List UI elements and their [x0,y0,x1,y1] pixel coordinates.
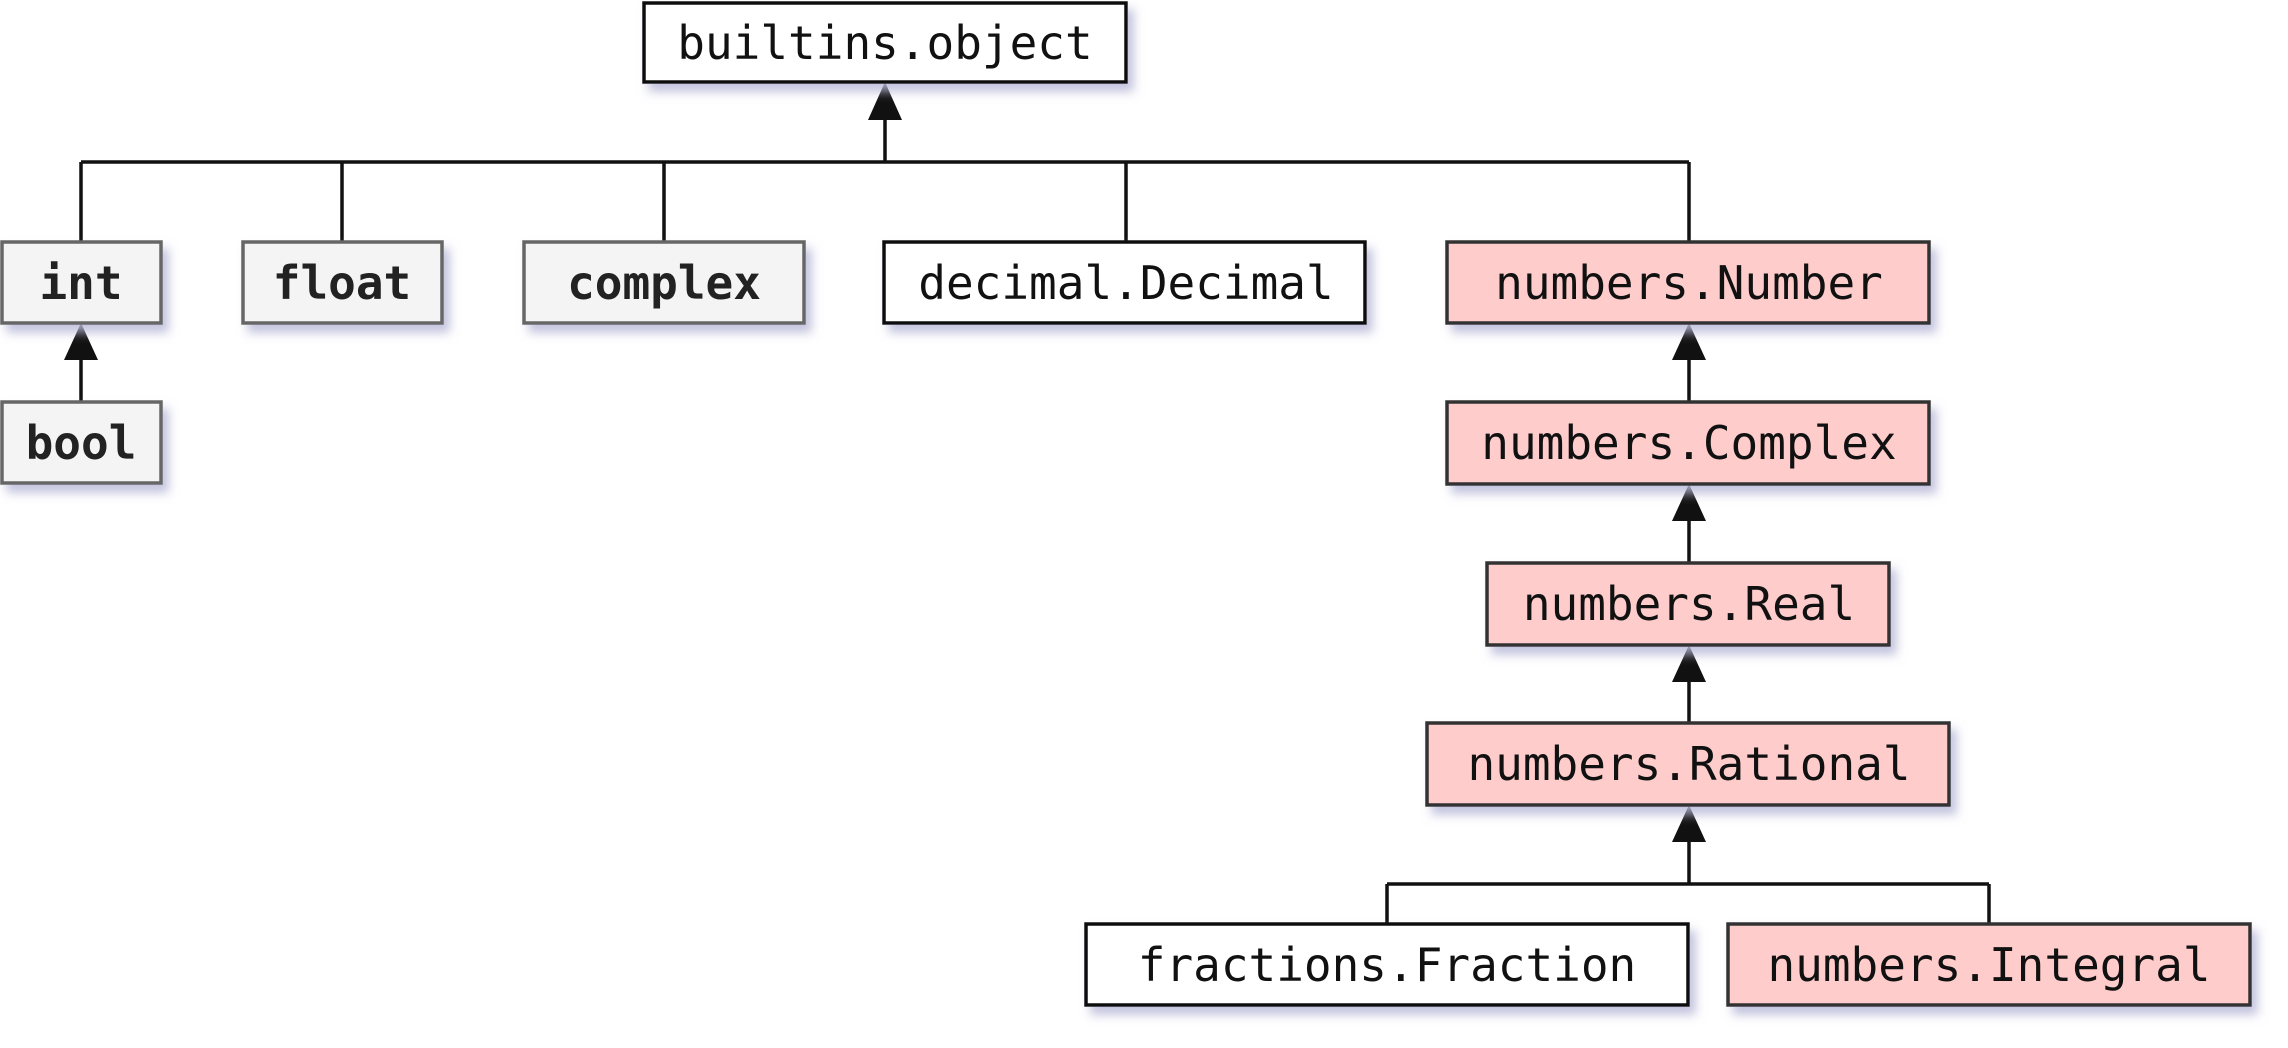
arrowhead-ncomplex [1672,484,1706,521]
node-fractions-fraction: fractions.Fraction [1084,922,1690,1007]
node-complex: complex [522,240,806,325]
node-numbers-real: numbers.Real [1485,561,1891,647]
node-decimal-decimal: decimal.Decimal [882,240,1367,325]
node-numbers-rational: numbers.Rational [1425,721,1951,807]
node-numbers-integral: numbers.Integral [1726,922,2252,1007]
node-bool: bool [0,400,163,485]
node-label: float [273,256,411,310]
node-label: numbers.Rational [1467,737,1910,791]
node-label: numbers.Complex [1481,416,1896,470]
node-builtins-object: builtins.object [642,1,1128,84]
node-numbers-complex: numbers.Complex [1445,400,1931,486]
node-int: int [0,240,163,325]
node-label: bool [26,416,137,470]
node-label: numbers.Integral [1767,938,2210,992]
node-label: fractions.Fraction [1138,938,1637,992]
node-label: int [39,256,122,310]
arrowhead-number [1672,323,1706,360]
node-label: numbers.Number [1495,256,1883,310]
arrowhead-real [1672,645,1706,682]
node-numbers-number: numbers.Number [1445,240,1931,325]
node-label: builtins.object [677,16,1092,70]
arrowhead-rational [1672,805,1706,842]
node-label: numbers.Real [1523,577,1855,631]
node-label: decimal.Decimal [918,256,1333,310]
arrowhead-object [868,82,902,120]
node-float: float [241,240,444,325]
connectors [64,82,1991,924]
arrowhead-int [64,323,98,360]
node-label: complex [567,256,761,310]
